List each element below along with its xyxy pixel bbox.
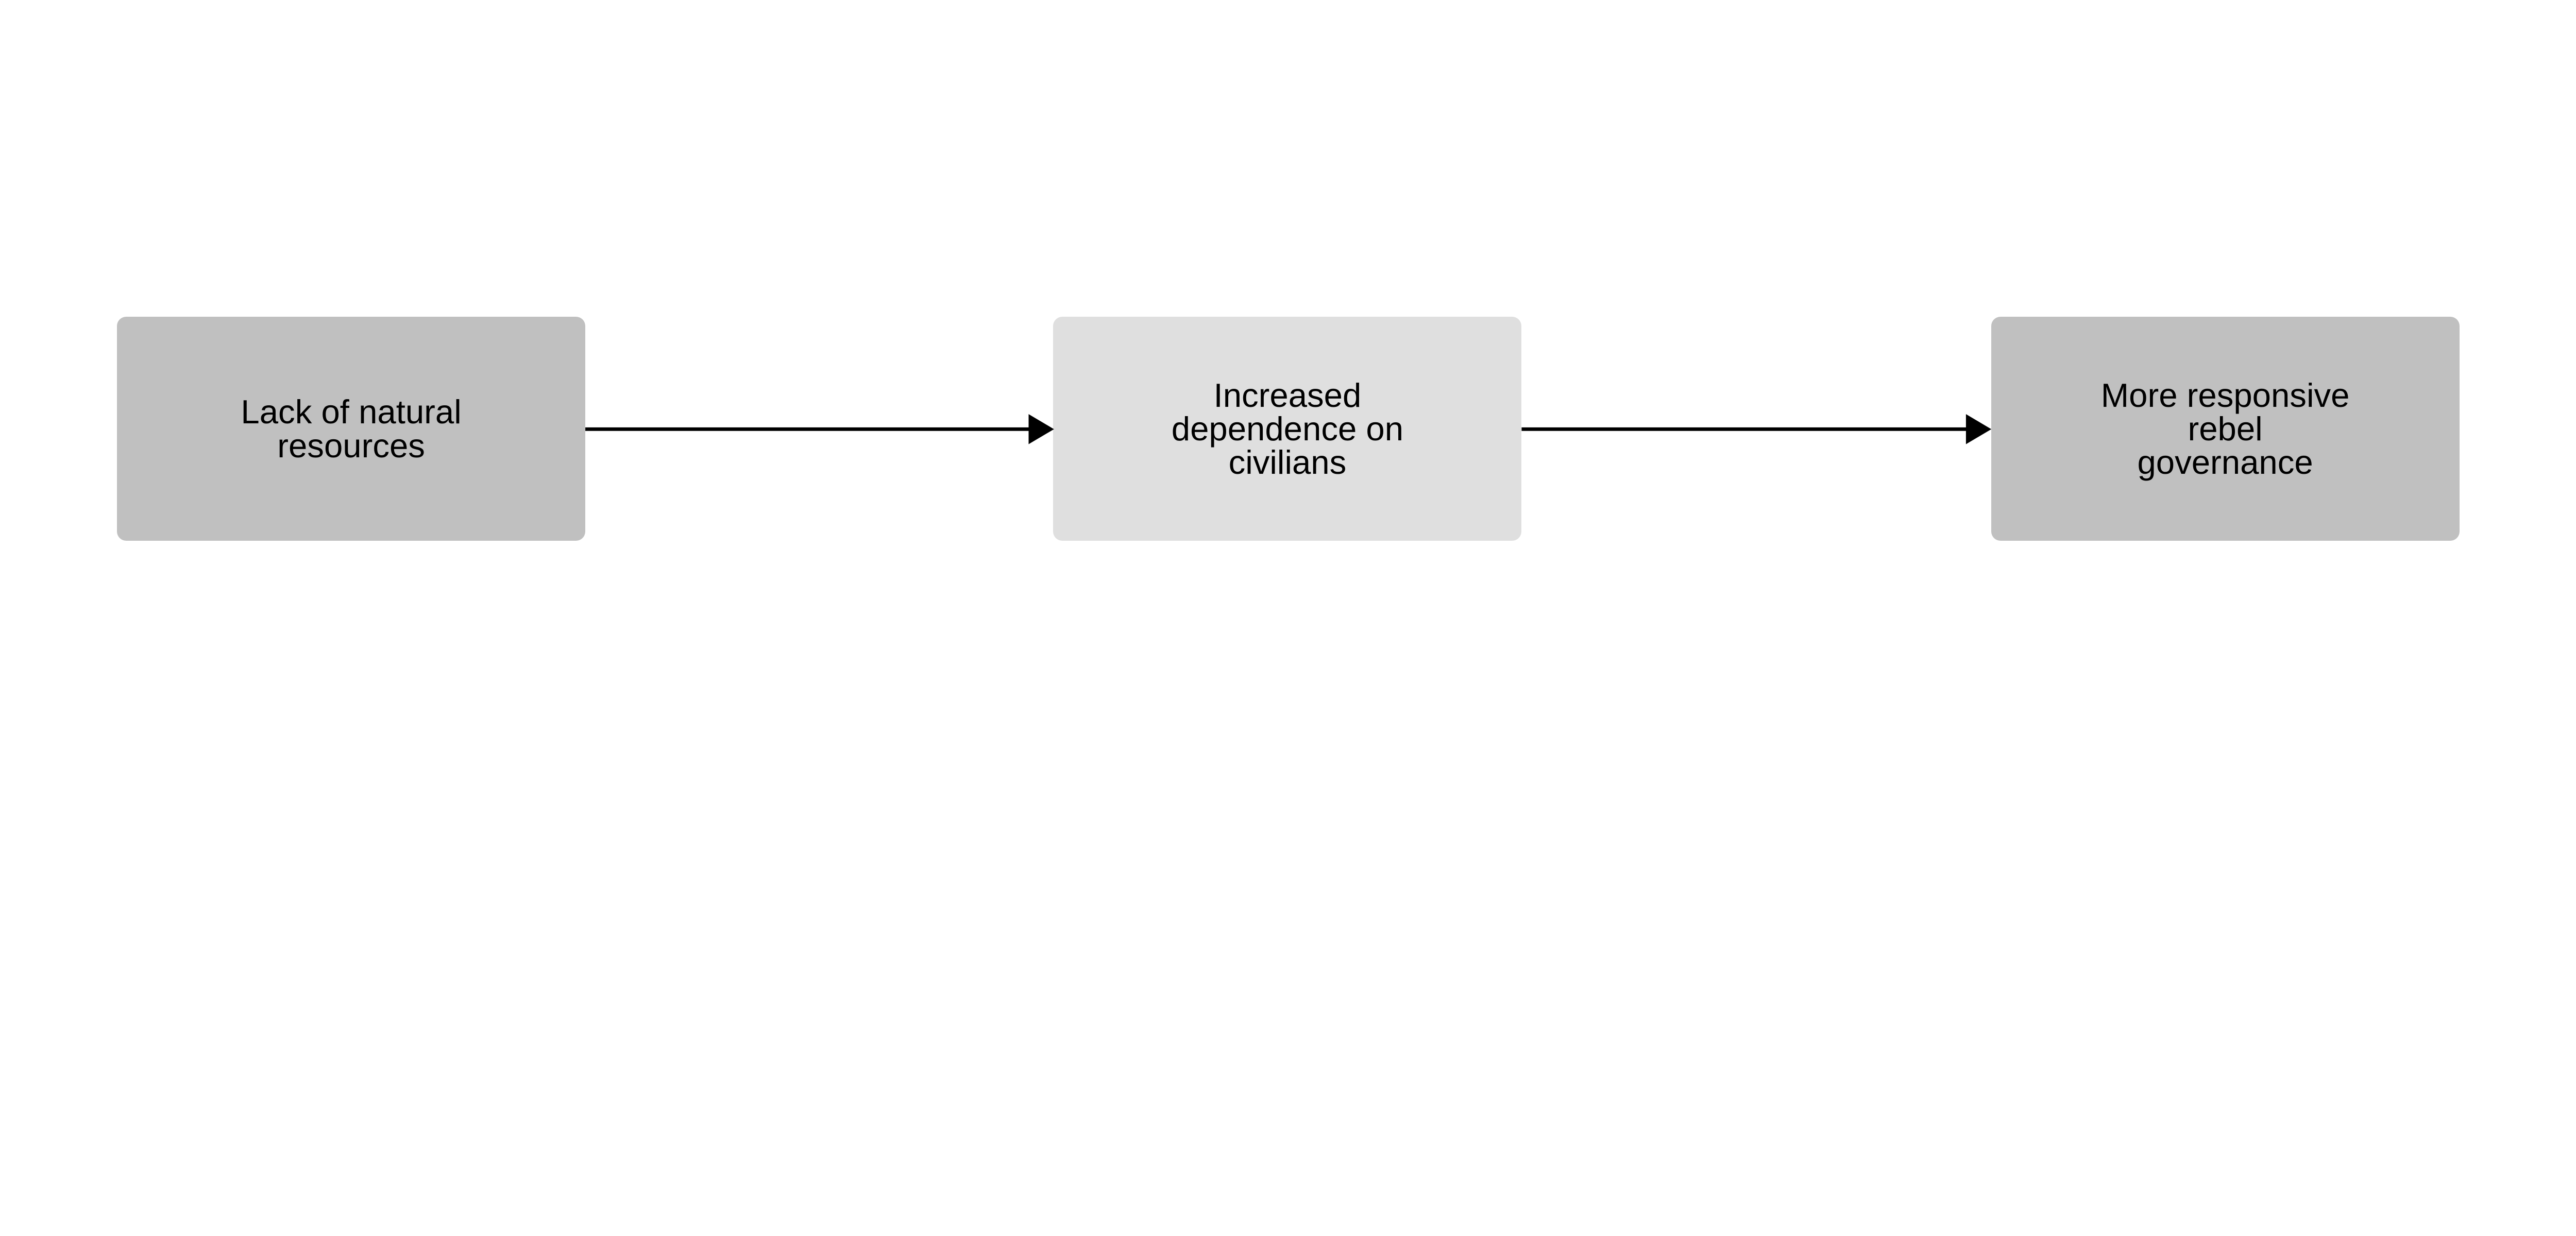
arrowhead-icon xyxy=(1965,414,1992,444)
edges-layer xyxy=(585,414,1992,444)
node-more-responsive-rebel-governance: More responsive rebel governance xyxy=(1991,317,2460,541)
node-label: More responsive rebel governance xyxy=(2100,376,2350,482)
edge-1-to-2 xyxy=(585,414,1054,444)
arrowhead-icon xyxy=(1028,414,1054,444)
node-increased-dependence-on-civilians: Increased dependence on civilians xyxy=(1053,317,1522,541)
edge-2-to-3 xyxy=(1521,414,1992,444)
node-label: Increased dependence on civilians xyxy=(1171,376,1404,482)
node-label: Lack of natural resources xyxy=(241,393,462,465)
node-lack-of-natural-resources: Lack of natural resources xyxy=(117,317,586,541)
